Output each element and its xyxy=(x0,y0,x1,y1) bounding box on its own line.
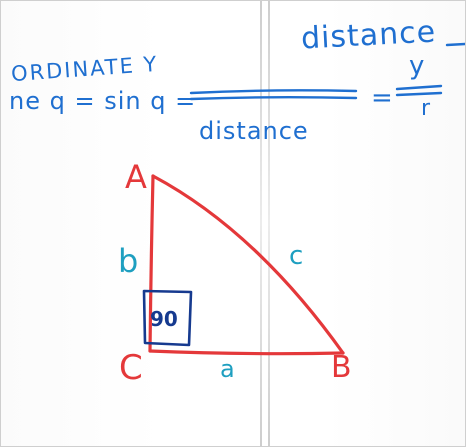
ratio-fraction-bar xyxy=(395,84,443,91)
formula-prefix: ne q = sin q = xyxy=(9,87,197,115)
denominator-text: distance xyxy=(199,117,309,145)
triangle-side-c xyxy=(151,174,345,355)
formula-equals: = xyxy=(371,83,393,113)
triangle-side-a xyxy=(148,349,345,356)
fraction-denominator: r xyxy=(421,96,431,121)
side-b-label: b xyxy=(118,242,139,280)
formula-fraction-bar-second-stroke xyxy=(189,96,358,101)
vertex-a-label: A xyxy=(125,158,147,196)
fraction-numerator: y xyxy=(409,51,425,81)
vertex-b-label: B xyxy=(331,350,352,385)
formula-fraction-bar xyxy=(189,89,358,95)
vertex-c-label: C xyxy=(119,348,143,388)
header-underline xyxy=(445,42,465,47)
side-c-label: c xyxy=(289,241,304,271)
side-a-label: a xyxy=(220,355,235,383)
board-seam-left xyxy=(260,1,262,446)
right-angle-label: 90 xyxy=(150,307,178,331)
coordinate-label: ORDINATE Y xyxy=(10,51,160,87)
ratio-fraction-bar-second-stroke xyxy=(395,91,443,97)
board-seam-right xyxy=(268,1,270,446)
header-text: distance xyxy=(300,14,437,57)
